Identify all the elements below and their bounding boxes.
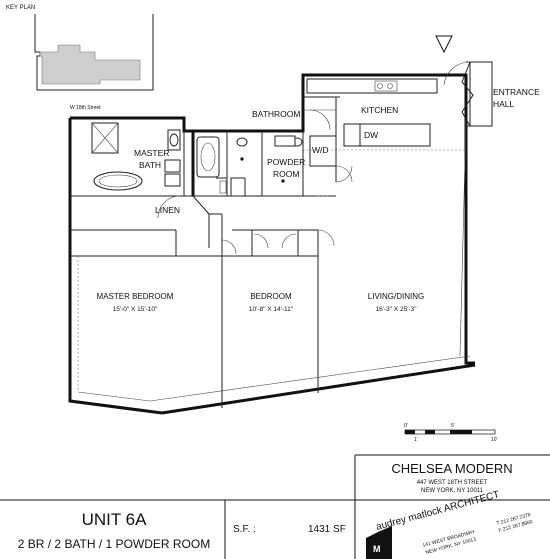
entrance-hall-label-2: HALL: [493, 99, 515, 109]
bathrooms-core: [191, 131, 336, 197]
master-bath: [70, 122, 193, 219]
entrance-hall-label-1: ENTRANCE: [493, 87, 540, 97]
svg-text:M: M: [373, 544, 381, 554]
scale-bar: 0' 5' 1' 10': [404, 423, 498, 443]
linen-label: LINEN: [155, 205, 180, 215]
linen-corridor: [70, 195, 222, 256]
building-address-2: NEW YORK, NY 10011: [421, 488, 484, 494]
scale-label-10: 10': [491, 437, 498, 443]
sf-label: S.F. :: [233, 524, 256, 535]
key-plan-unit-highlight: [39, 44, 141, 85]
powder-room-label-2: ROOM: [273, 169, 299, 179]
building-address-1: 447 WEST 18TH STREET: [417, 480, 488, 486]
street-label: W 18th Street: [70, 105, 101, 111]
living-dining-name: LIVING/DINING: [368, 292, 424, 301]
dw-label: DW: [364, 130, 378, 140]
master-bath-label-1: MASTER: [134, 148, 169, 158]
entrance-hall: [443, 61, 493, 127]
kitchen-label: KITCHEN: [361, 105, 398, 115]
master-bedroom-dims: 15'-0" X 15'-10": [113, 306, 158, 313]
key-plan-outline: [34, 14, 154, 91]
title-block: CHELSEA MODERN 447 WEST 18TH STREET NEW …: [0, 454, 550, 559]
master-bedroom-name: MASTER BEDROOM: [97, 292, 174, 301]
scale-label-0: 0': [404, 423, 408, 429]
interior-walls: [70, 195, 335, 408]
unit-title: UNIT 6A: [82, 510, 148, 529]
sf-value: 1431 SF: [308, 524, 346, 535]
living-dining-dims: 16'-3" X 25'-3": [375, 306, 417, 313]
unit-subtitle: 2 BR / 2 BATH / 1 POWDER ROOM: [18, 537, 210, 551]
building-name: CHELSEA MODERN: [391, 461, 512, 476]
bathroom-label: BATHROOM: [252, 109, 300, 119]
scale-label-5: 5': [451, 423, 455, 429]
key-plan-label: KEY PLAN: [6, 5, 35, 11]
kitchen: [303, 78, 466, 182]
scale-label-1: 1': [414, 437, 418, 443]
laundry: [309, 135, 353, 183]
architect-logo-icon: [366, 526, 392, 559]
powder-room-label-1: POWDER: [267, 157, 305, 167]
master-bath-label-2: BATH: [139, 160, 161, 170]
north-arrow-icon: [435, 35, 453, 54]
architect-name: audrey matlock ARCHITECT: [375, 489, 501, 533]
wd-label: W/D: [312, 145, 329, 155]
bedroom-dims: 10'-8" X 14'-11": [249, 306, 294, 313]
room-labels: W 18th Street KITCHEN BATHROOM DW W/D PO…: [70, 87, 540, 313]
key-plan: KEY PLAN: [6, 5, 154, 91]
bedroom-name: BEDROOM: [250, 292, 292, 301]
